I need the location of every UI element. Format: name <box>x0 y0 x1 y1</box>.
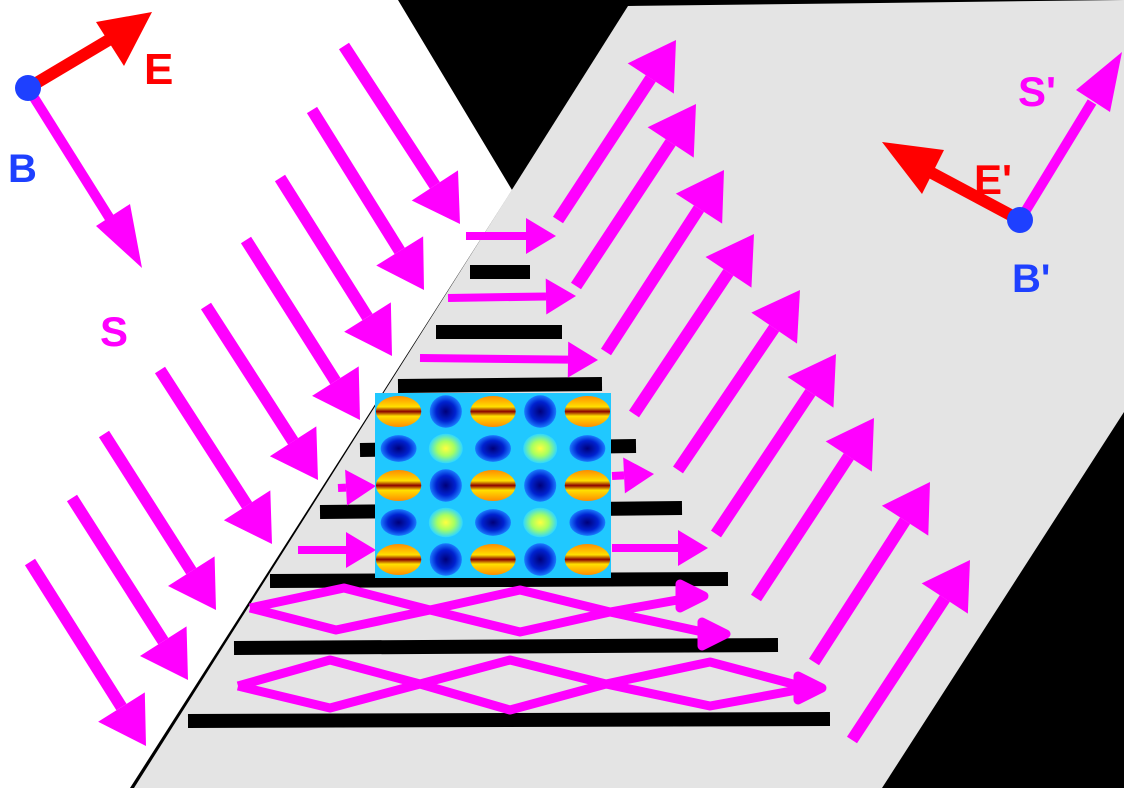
field-hotspot <box>470 396 515 427</box>
field-hotspot <box>565 396 610 427</box>
field-node <box>524 469 556 502</box>
field-hotspot <box>565 470 610 501</box>
field-node <box>569 435 605 462</box>
field-pattern-image <box>375 393 611 578</box>
field-node <box>475 509 511 536</box>
field-node <box>475 435 511 462</box>
layer-line <box>270 579 728 581</box>
label-e: E <box>144 45 173 94</box>
field-node <box>430 395 462 428</box>
b-field-dot <box>15 75 41 101</box>
field-hotspot <box>376 544 421 575</box>
field-hotspot <box>470 470 515 501</box>
field-node <box>524 395 556 428</box>
field-node <box>430 543 462 576</box>
field-node <box>430 469 462 502</box>
field-antinode <box>523 434 557 464</box>
b-prime-dot <box>1007 207 1033 233</box>
label-e-prime: E' <box>974 156 1012 203</box>
label-s: S <box>100 308 128 355</box>
field-hotspot <box>376 396 421 427</box>
layer-line <box>234 645 778 648</box>
field-hotspot <box>470 544 515 575</box>
layer-line <box>188 719 830 721</box>
layer-line <box>398 384 602 386</box>
field-antinode <box>523 508 557 538</box>
field-node <box>569 509 605 536</box>
field-node <box>381 509 417 536</box>
label-b: B <box>8 147 37 191</box>
field-node <box>524 543 556 576</box>
field-antinode <box>429 508 463 538</box>
field-antinode <box>429 434 463 464</box>
field-hotspot <box>376 470 421 501</box>
label-b-prime: B' <box>1012 257 1050 301</box>
field-node <box>381 435 417 462</box>
field-hotspot <box>565 544 610 575</box>
label-s-prime: S' <box>1018 68 1056 115</box>
